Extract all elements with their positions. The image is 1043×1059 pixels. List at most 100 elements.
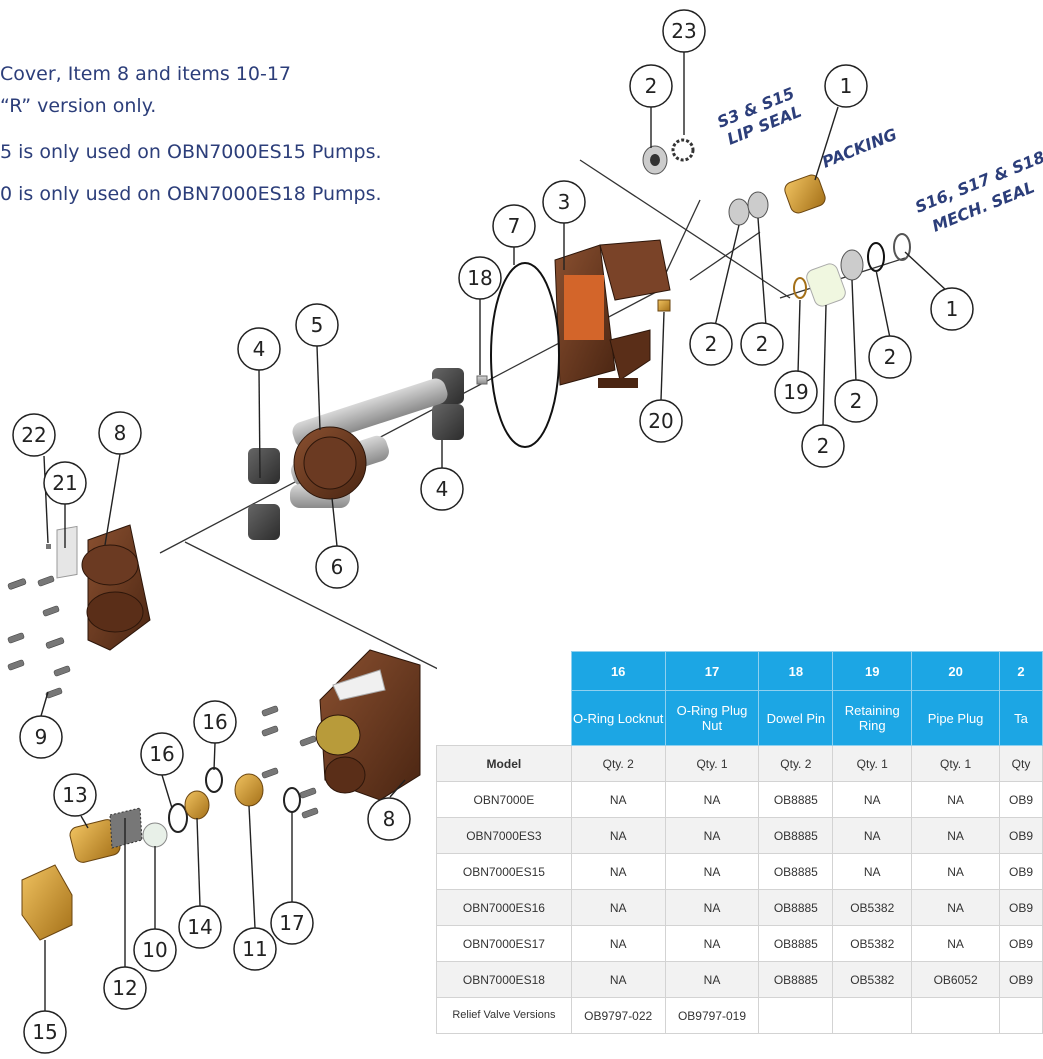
svg-text:5: 5 bbox=[311, 313, 324, 337]
table-cell: NA bbox=[570, 853, 666, 890]
col-name-17: O-Ring Plug Nut bbox=[664, 690, 760, 746]
table-cell: NA bbox=[664, 817, 760, 854]
table-cell: OB5382 bbox=[832, 925, 913, 962]
col-num-20: 20 bbox=[911, 651, 1001, 691]
table-row: OBN7000ES3 NA NA OB8885 NA NA OB9 bbox=[436, 817, 1043, 854]
callout-2d: 2 bbox=[868, 335, 912, 379]
qty-cell: Qty. 1 bbox=[664, 745, 760, 782]
callout-12: 12 bbox=[103, 966, 147, 1010]
svg-text:18: 18 bbox=[467, 266, 492, 290]
table-cell: OB8885 bbox=[758, 925, 834, 962]
table-header-names: O-Ring Locknut O-Ring Plug Nut Dowel Pin… bbox=[436, 690, 1043, 746]
model-cell: OBN7000ES15 bbox=[436, 853, 572, 890]
callout-23: 23 bbox=[662, 9, 706, 53]
svg-text:15: 15 bbox=[32, 1020, 57, 1044]
table-cell: OB8885 bbox=[758, 817, 834, 854]
parts-table: 16 17 18 19 20 2 O-Ring Locknut O-Ring P… bbox=[436, 651, 1043, 1034]
table-cell: NA bbox=[911, 817, 1001, 854]
assembly-lines bbox=[159, 159, 906, 681]
model-cell: OBN7000E bbox=[436, 781, 572, 818]
table-cell bbox=[911, 997, 1001, 1034]
note-line-3: 5 is only used on OBN7000ES15 Pumps. bbox=[0, 141, 382, 163]
svg-text:3: 3 bbox=[558, 190, 571, 214]
callout-11: 11 bbox=[233, 927, 277, 971]
col-name-19: Retaining Ring bbox=[832, 690, 913, 746]
callout-22: 22 bbox=[12, 413, 56, 457]
callout-21: 21 bbox=[43, 461, 87, 505]
svg-text:21: 21 bbox=[52, 471, 77, 495]
callout-15: 15 bbox=[23, 1010, 67, 1054]
header-blank-2 bbox=[436, 690, 572, 746]
callout-circles: 23 2 1 3 7 18 2 2 1 2 19 2 2 20 4 5 4 6 … bbox=[12, 9, 974, 1054]
svg-text:13: 13 bbox=[62, 783, 87, 807]
svg-text:7: 7 bbox=[508, 214, 521, 238]
table-cell: OB5382 bbox=[832, 889, 913, 926]
callout-5: 5 bbox=[295, 303, 339, 347]
drive-screw bbox=[46, 544, 51, 549]
svg-text:2: 2 bbox=[705, 332, 718, 356]
table-cell: NA bbox=[664, 925, 760, 962]
o-ring bbox=[490, 262, 560, 448]
callout-4: 4 bbox=[237, 327, 281, 371]
svg-text:4: 4 bbox=[436, 477, 449, 501]
callout-1b: 1 bbox=[930, 287, 974, 331]
table-cell: NA bbox=[664, 961, 760, 998]
callout-16b: 16 bbox=[193, 700, 237, 744]
table-row: OBN7000ES17 NA NA OB8885 OB5382 NA OB9 bbox=[436, 925, 1043, 962]
callout-18: 18 bbox=[458, 256, 502, 300]
col-num-16: 16 bbox=[570, 651, 666, 691]
note-line-2: “R” version only. bbox=[0, 95, 157, 117]
callout-2: 2 bbox=[629, 64, 673, 108]
table-cell: NA bbox=[664, 853, 760, 890]
qty-cell: Qty bbox=[999, 745, 1043, 782]
svg-text:2: 2 bbox=[817, 434, 830, 458]
callout-2b: 2 bbox=[689, 322, 733, 366]
relief-valve-parts bbox=[21, 767, 301, 941]
model-cell: Relief Valve Versions bbox=[436, 997, 572, 1034]
table-cell: NA bbox=[570, 961, 666, 998]
dowel-pin bbox=[476, 375, 488, 385]
relief-valve-cover bbox=[315, 649, 421, 801]
table-cell: OB9 bbox=[999, 889, 1043, 926]
table-cell: OB9 bbox=[999, 817, 1043, 854]
qty-cell: Qty. 2 bbox=[758, 745, 834, 782]
callout-16: 16 bbox=[140, 732, 184, 776]
svg-text:10: 10 bbox=[142, 938, 167, 962]
table-row: OBN7000ES16 NA NA OB8885 OB5382 NA OB9 bbox=[436, 889, 1043, 926]
table-cell bbox=[758, 997, 834, 1034]
table-cell: NA bbox=[570, 781, 666, 818]
table-cell bbox=[832, 997, 913, 1034]
table-cell: NA bbox=[911, 925, 1001, 962]
rotor-gear-assembly bbox=[290, 378, 448, 508]
table-row: OBN7000ES18 NA NA OB8885 OB5382 OB6052 O… bbox=[436, 961, 1043, 998]
callout-6: 6 bbox=[315, 545, 359, 589]
qty-cell: Qty. 2 bbox=[570, 745, 666, 782]
callout-14: 14 bbox=[178, 905, 222, 949]
table-cell bbox=[999, 997, 1043, 1034]
table-cell: OB8885 bbox=[758, 781, 834, 818]
col-name-20: Pipe Plug bbox=[911, 690, 1001, 746]
svg-text:17: 17 bbox=[279, 911, 304, 935]
callout-3: 3 bbox=[542, 180, 586, 224]
col-num-21: 2 bbox=[999, 651, 1043, 691]
svg-text:2: 2 bbox=[645, 74, 658, 98]
callout-13: 13 bbox=[53, 773, 97, 817]
table-cell: NA bbox=[832, 817, 913, 854]
callout-2c: 2 bbox=[740, 322, 784, 366]
col-name-18: Dowel Pin bbox=[758, 690, 834, 746]
relief-cover-screws bbox=[261, 705, 319, 819]
col-num-18: 18 bbox=[758, 651, 834, 691]
callout-8: 8 bbox=[98, 411, 142, 455]
table-row: OBN7000E NA NA OB8885 NA NA OB9 bbox=[436, 781, 1043, 818]
table-cell: NA bbox=[832, 853, 913, 890]
name-tag bbox=[56, 525, 78, 579]
packing-label: PACKING bbox=[819, 125, 899, 172]
svg-text:4: 4 bbox=[253, 337, 266, 361]
callout-17: 17 bbox=[270, 901, 314, 945]
svg-text:1: 1 bbox=[946, 297, 959, 321]
callout-19: 19 bbox=[774, 370, 818, 414]
callout-9: 9 bbox=[19, 715, 63, 759]
table-cell: NA bbox=[570, 889, 666, 926]
col-name-21: Ta bbox=[999, 690, 1043, 746]
